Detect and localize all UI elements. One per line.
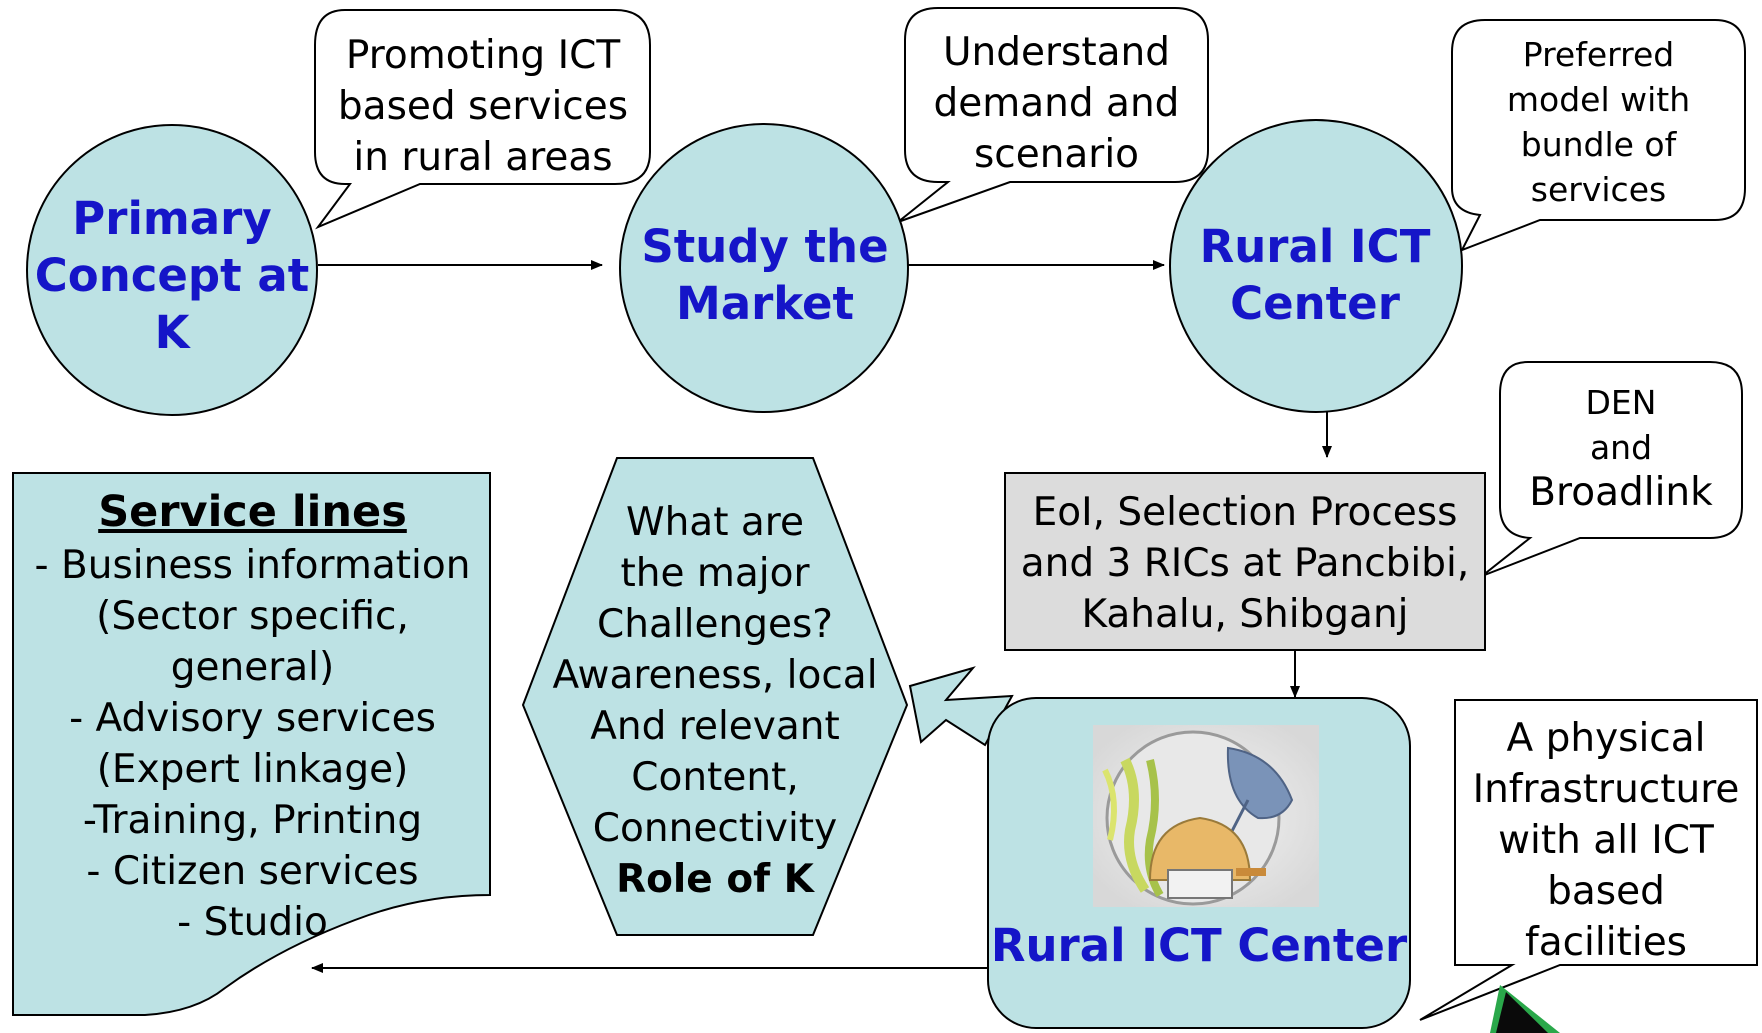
process-line: EoI, Selection Process	[1032, 490, 1458, 535]
process-box-text: EoI, Selection Process and 3 RICs at Pan…	[1005, 487, 1485, 640]
callout-line: Promoting ICT	[345, 33, 621, 78]
challenge-role: Role of K	[616, 857, 814, 902]
service-item: (Sector specific, general)	[96, 594, 409, 690]
node-study-market-label: Study the Market	[620, 218, 910, 332]
process-box	[1004, 472, 1486, 651]
service-lines-title: Service lines	[98, 487, 407, 537]
node-label-line: Rural ICT	[1199, 220, 1431, 273]
callout-line: based services	[337, 84, 629, 129]
node-rural-ict-bottom-label: Rural ICT Center	[990, 919, 1408, 972]
service-item: - Advisory services	[69, 696, 436, 741]
callout-line: model with	[1506, 80, 1691, 119]
callout-line: DEN	[1585, 383, 1657, 422]
callout-physical-text: A physical Infrastructure with all ICT b…	[1455, 713, 1757, 968]
node-rural-ict-top	[1169, 119, 1463, 413]
callout-understand	[897, 7, 1209, 223]
node-rural-ict-top-label: Rural ICT Center	[1170, 218, 1460, 332]
callout-promoting	[314, 9, 651, 230]
rural-center-logo-icon	[1093, 725, 1319, 907]
callout-preferred	[1451, 19, 1746, 252]
callout-line: and	[1589, 428, 1653, 467]
callout-line: Broadlink	[1529, 470, 1713, 515]
callout-understand-text: Understand demand and scenario	[905, 27, 1208, 180]
node-label-line: Market	[675, 277, 855, 330]
service-lines-document	[12, 472, 491, 1016]
challenge-line: Content,	[631, 755, 799, 800]
node-label-line: K	[154, 306, 190, 359]
callout-line: Infrastructure	[1472, 767, 1740, 812]
callout-promoting-text: Promoting ICT based services in rural ar…	[318, 30, 648, 183]
corner-logo-icon	[1490, 985, 1560, 1033]
callout-den	[1481, 361, 1743, 577]
service-item: (Expert linkage)	[96, 747, 409, 792]
callout-line: Preferred	[1522, 35, 1675, 74]
process-line: Kahalu, Shibganj	[1081, 592, 1409, 637]
callout-physical	[1419, 699, 1758, 1021]
callout-preferred-text: Preferred model with bundle of services	[1452, 32, 1745, 212]
challenge-line: the major	[620, 551, 810, 596]
process-line: and 3 RICs at Pancbibi,	[1020, 541, 1470, 586]
block-arrow-to-challenges	[908, 666, 1014, 747]
challenge-line: Challenges?	[597, 602, 833, 647]
service-item: -Training, Printing	[82, 798, 423, 843]
node-primary-concept	[26, 124, 318, 416]
node-study-market	[619, 123, 909, 413]
node-label-line: Center	[1230, 277, 1400, 330]
challenge-line: What are	[626, 500, 804, 545]
callout-line: A physical	[1506, 716, 1706, 761]
challenge-line: Connectivity	[592, 806, 838, 851]
node-label-line: Primary	[72, 192, 272, 245]
callout-line: based	[1547, 869, 1665, 914]
callout-line: demand and	[933, 81, 1180, 126]
challenge-line: And relevant	[590, 704, 840, 749]
callout-line: bundle of	[1520, 125, 1677, 164]
callout-line: in rural areas	[353, 135, 613, 180]
service-lines-text: Service lines - Business information (Se…	[15, 484, 490, 948]
node-primary-concept-label: Primary Concept at K	[27, 190, 317, 361]
callout-line: Understand	[942, 30, 1171, 75]
service-item: - Business information	[34, 543, 471, 588]
challenges-hexagon	[521, 457, 909, 936]
callout-den-text: DEN and Broadlink	[1500, 380, 1742, 515]
service-item: - Citizen services	[86, 849, 419, 894]
challenges-text: What are the major Challenges? Awareness…	[540, 497, 890, 905]
service-item: - Studio	[177, 900, 328, 945]
connectors	[311, 260, 1332, 973]
callout-line: services	[1530, 170, 1667, 209]
node-label-line: Study the	[641, 220, 889, 273]
challenge-line: Awareness, local	[552, 653, 878, 698]
callout-line: scenario	[973, 132, 1140, 177]
callout-line: with all ICT	[1498, 818, 1714, 863]
callout-line: facilities	[1524, 920, 1688, 965]
node-label-line: Concept at	[34, 249, 310, 302]
